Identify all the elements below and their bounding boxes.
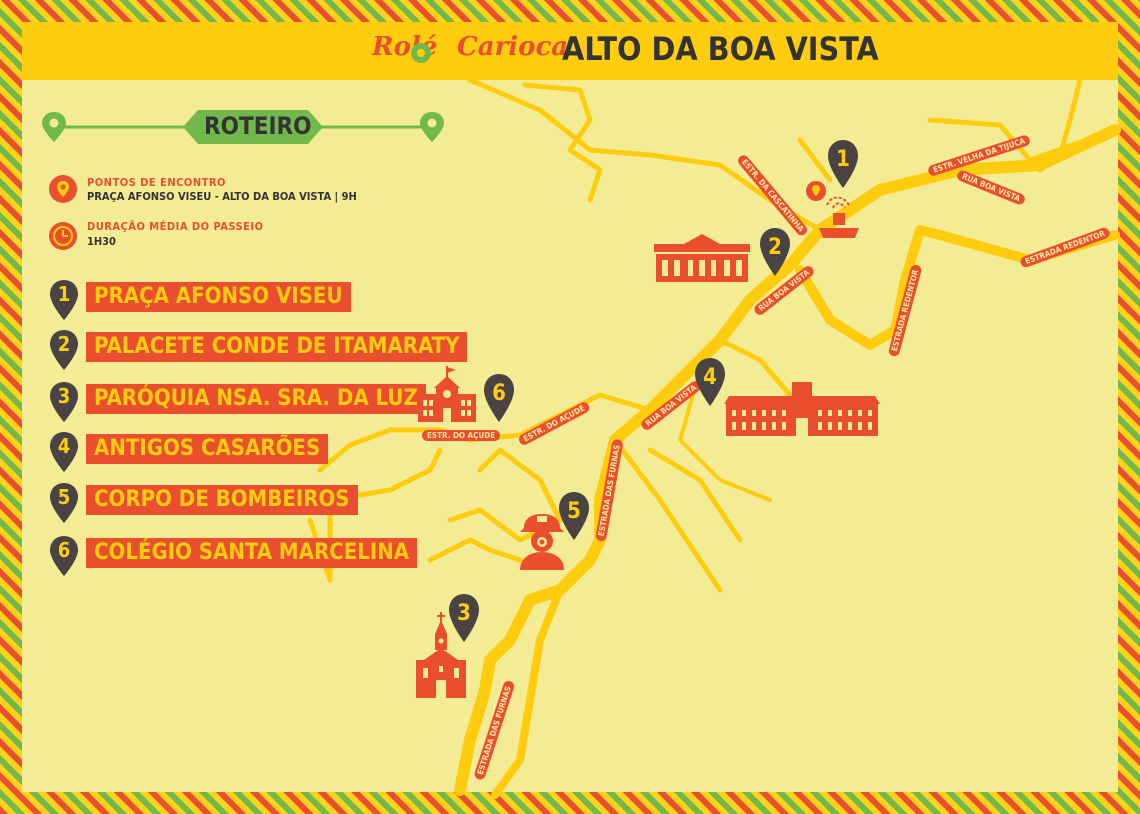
stop-pin-icon: 2 <box>50 330 78 370</box>
location-pin-icon <box>49 175 77 203</box>
road-north-branch <box>522 82 603 203</box>
road-cascatinha <box>467 77 823 233</box>
stop-pin-icon: 3 <box>50 382 78 422</box>
roteiro-banner <box>42 110 444 144</box>
stop-number: 5 <box>58 485 71 509</box>
stop-number: 2 <box>58 332 71 356</box>
pin-number: 3 <box>457 601 471 626</box>
map-pin-6[interactable]: 6 <box>482 372 516 424</box>
clock-icon <box>49 222 77 250</box>
roteiro-label: ROTEIRO <box>204 112 312 140</box>
meeting-value: PRAÇA AFONSO VISEU - ALTO DA BOA VISTA |… <box>87 190 357 203</box>
map-pin-4[interactable]: 4 <box>693 356 727 408</box>
fountain-icon <box>806 181 859 238</box>
location-pin-icon <box>42 112 66 142</box>
duration-label: DURAÇÃO MÉDIA DO PASSEIO <box>87 220 264 233</box>
firefighter-icon <box>520 514 564 570</box>
location-pin-icon <box>420 112 444 142</box>
stop-number: 6 <box>58 538 71 562</box>
stop-label: PARÓQUIA NSA. SRA. DA LUZ <box>86 384 426 414</box>
stop-pin-icon: 5 <box>50 483 78 523</box>
pin-number: 1 <box>836 147 850 172</box>
stop-label: COLÉGIO SANTA MARCELINA <box>86 538 418 568</box>
page-title: ALTO DA BOA VISTA <box>562 30 879 68</box>
pin-number: 2 <box>768 235 782 260</box>
road-ne-branch <box>1037 77 1083 173</box>
stop-number: 1 <box>58 282 71 306</box>
road-east-spur <box>647 447 743 543</box>
road-inner-west <box>427 537 523 563</box>
pin-number: 6 <box>492 381 506 406</box>
map-pin-5[interactable]: 5 <box>557 490 591 542</box>
header-bar: Rolé Carioca ALTO DA BOA VISTA <box>22 22 1118 80</box>
stop-label: CORPO DE BOMBEIROS <box>86 485 358 515</box>
meeting-label: PONTOS DE ENCONTRO <box>87 176 226 189</box>
logo-text-right: Carioca <box>457 32 569 62</box>
stop-pin-icon: 1 <box>50 280 78 320</box>
road-cross <box>717 337 793 398</box>
stop-pin-icon: 6 <box>50 536 78 576</box>
stop-number: 4 <box>58 434 71 458</box>
mansion-icon <box>724 382 880 436</box>
map-pin-2[interactable]: 2 <box>758 226 792 278</box>
pin-number: 5 <box>567 499 581 524</box>
road-label-acude: ESTR. DO AÇUDE <box>422 430 501 441</box>
road-west-extend <box>678 368 772 502</box>
map-pin-3[interactable]: 3 <box>447 592 481 644</box>
pin-number: 4 <box>703 365 717 390</box>
church-icon <box>416 612 466 698</box>
palace-icon <box>654 234 750 282</box>
stop-pin-icon: 4 <box>50 432 78 472</box>
road-east-south <box>612 437 723 593</box>
logo-pin-icon <box>411 43 431 63</box>
stop-label: ANTIGOS CASARÕES <box>86 434 329 464</box>
stop-label: PRAÇA AFONSO VISEU <box>86 282 351 312</box>
map-pin-1[interactable]: 1 <box>826 138 860 190</box>
stop-label: PALACETE CONDE DE ITAMARATY <box>86 332 468 362</box>
road-inner-loop <box>447 447 563 543</box>
road-east-branch <box>797 137 833 183</box>
road-furnas-lower <box>491 586 564 799</box>
road-west-loop <box>307 447 443 583</box>
school-icon <box>418 366 476 422</box>
road-estrada-redentor <box>795 225 1120 350</box>
stop-number: 3 <box>58 384 71 408</box>
duration-value: 1H30 <box>87 235 116 248</box>
